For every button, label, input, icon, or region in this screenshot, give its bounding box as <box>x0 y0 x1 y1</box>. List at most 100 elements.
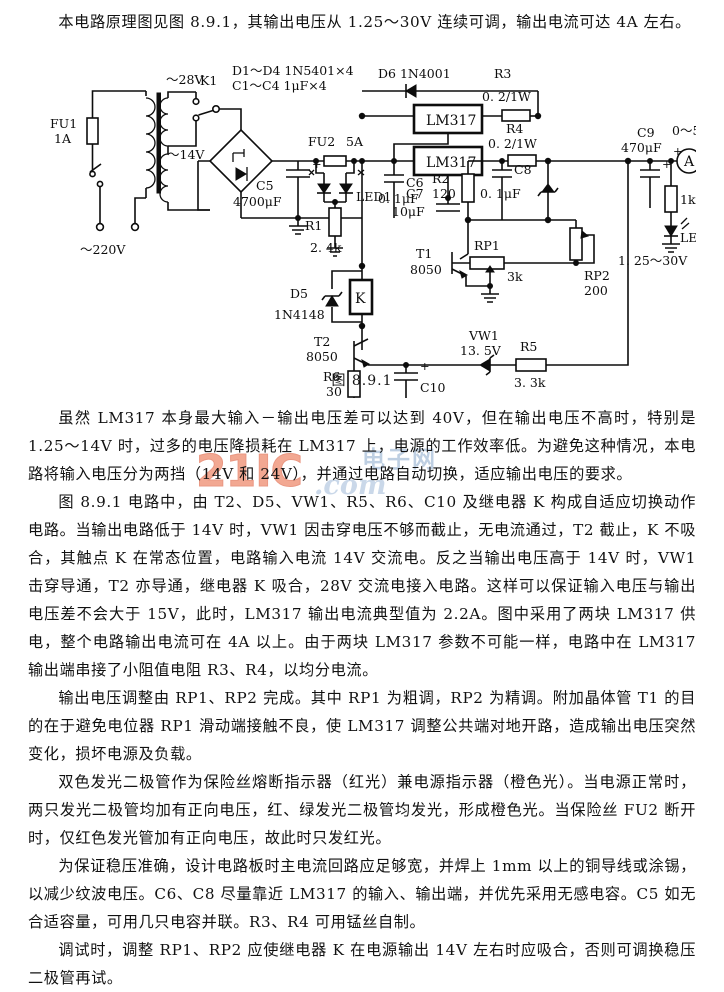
label-c9-polarity: + <box>662 157 672 171</box>
label-r5: R5 <box>520 339 537 354</box>
document-page: 本电路原理图见图 8.9.1，其输出电压从 1.25～30V 连续可调，输出电流… <box>28 8 696 987</box>
label-d1-d4: D1～D4 1N5401×4 <box>232 63 354 78</box>
ground-symbol <box>481 286 499 303</box>
paragraph-3: 输出电压调整由 RP1、RP2 完成。其中 RP1 为粗调，RP2 为精调。附加… <box>28 689 696 763</box>
led2-symbol <box>664 225 678 237</box>
potentiometer-rp2-symbol <box>569 227 583 261</box>
fuse-fu2-symbol <box>323 155 347 167</box>
label-r3-value: 0. 2/1W <box>482 89 531 104</box>
label-c5: C5 <box>256 178 274 193</box>
label-mains-voltage: ～220V <box>80 242 126 257</box>
circuit-schematic-figure: FU1 1A ～220V <box>28 58 696 398</box>
label-r6: R6 <box>323 369 340 384</box>
label-t2: T2 <box>314 334 330 349</box>
resistor-r2-symbol <box>461 173 475 203</box>
label-vw1: VW1 <box>468 328 499 343</box>
ground-symbol <box>289 218 307 235</box>
label-r4: R4 <box>506 121 523 136</box>
paragraph-intro: 本电路原理图见图 8.9.1，其输出电压从 1.25～30V 连续可调，输出电流… <box>58 13 691 31</box>
label-c8-value: 0. 1μF <box>480 186 521 201</box>
relay-coil-k-symbol <box>348 278 374 316</box>
diode-d6-symbol <box>405 84 417 98</box>
label-rp2: RP2 <box>584 268 610 283</box>
label-t1: T1 <box>416 246 432 261</box>
protection-diode-symbol <box>541 183 555 193</box>
label-fu1-rating: 1A <box>54 131 72 146</box>
label-sec-28v: ～28V <box>166 72 204 87</box>
label-c6-value: 0. 1μF <box>378 191 419 206</box>
label-led2: LED2 <box>680 230 696 245</box>
node-dot <box>358 112 366 120</box>
label-c9: C9 <box>637 125 655 140</box>
label-t2-type: 8050 <box>306 349 338 364</box>
label-r2-value: 120 <box>432 186 456 201</box>
ground-symbol <box>662 236 680 253</box>
label-ammeter-range: 0～5A <box>672 123 696 138</box>
fuse-fu1-symbol <box>86 117 99 145</box>
label-d5: D5 <box>290 286 308 301</box>
label-c10: C10 <box>420 380 446 395</box>
mains-switch-pivot <box>89 170 96 178</box>
label-c7-value: 10μF <box>392 204 425 219</box>
label-lm317-lower: LM317 <box>426 155 476 171</box>
mains-switch-contact <box>96 180 104 188</box>
rp2-wiper-arrow <box>580 230 590 239</box>
figure-caption: 图 8.9.1 <box>331 373 393 389</box>
resistor-r1-symbol <box>328 207 342 237</box>
label-vw1-value: 13. 5V <box>460 343 502 358</box>
label-lm317-upper: LM317 <box>426 113 476 129</box>
mains-terminal-n <box>130 222 140 232</box>
paragraph-2: 图 8.9.1 电路中，由 T2、D5、VW1、R5、R6、C10 及继电器 K… <box>28 493 696 679</box>
label-ammeter: A <box>683 154 695 170</box>
relay-contact-k1-upper <box>192 97 200 106</box>
label-k1: K1 <box>200 73 217 88</box>
label-fu1: FU1 <box>50 116 77 131</box>
label-r3: R3 <box>494 66 511 81</box>
label-polarity-plus: + <box>673 144 683 158</box>
led1-green-symbol <box>339 183 353 194</box>
diode-d5-symbol <box>325 295 339 307</box>
label-c1-c4: C1～C4 1μF×4 <box>232 78 327 93</box>
label-d5-type: 1N4148 <box>274 307 325 322</box>
node-dot <box>534 112 542 120</box>
label-c9-value: 470μF <box>621 140 662 155</box>
intro-text-block: 本电路原理图见图 8.9.1，其输出电压从 1.25～30V 连续可调，输出电流… <box>28 8 696 36</box>
label-fu2: FU2 <box>308 134 335 149</box>
label-led1: LED1 <box>356 189 391 204</box>
transformer-core <box>156 92 161 194</box>
label-t1-type: 8050 <box>410 262 442 277</box>
label-r4-value: 0. 2/1W <box>488 136 537 151</box>
rp1-wiper-arrow <box>485 265 495 273</box>
schematic-svg: FU1 1A ～220V <box>50 63 696 398</box>
paragraph-6: 调试时，调整 RP1、RP2 应使继电器 K 在电源输出 14V 左右时应吸合，… <box>28 941 696 987</box>
label-r6-value: 30 <box>326 384 342 398</box>
potentiometer-rp1-symbol <box>469 256 505 270</box>
label-fu2-rating: 5A <box>346 134 364 149</box>
label-r1: R1 <box>305 218 322 233</box>
label-c10-polarity: + <box>420 359 430 373</box>
label-r2: R2 <box>432 171 449 186</box>
resistor-r3-symbol <box>501 109 531 122</box>
label-relay-k: K <box>355 291 366 307</box>
paragraph-4: 双色发光二极管作为保险丝熔断指示器（红光）兼电源指示器（橙色光）。当电源正常时，… <box>28 773 696 847</box>
label-c8: C8 <box>514 162 532 177</box>
label-rp1: RP1 <box>474 238 500 253</box>
label-c5-value: 4700μF <box>233 194 282 209</box>
body-text-block: 虽然 LM317 本身最大输入－输出电压差可以达到 40V，但在输出电压不高时，… <box>28 404 696 992</box>
label-c5-polarity: + <box>312 157 322 171</box>
label-c6: C6 <box>406 175 424 190</box>
label-r-led2: 1k <box>680 192 696 207</box>
paragraph-5: 为保证稳压准确，设计电路板时主电流回路应足够宽，并焊上 1mm 以上的铜导线或涂… <box>28 857 696 931</box>
label-sec-14v: ～14V <box>167 147 205 162</box>
label-rp2-value: 200 <box>584 283 608 298</box>
label-c7: C7 <box>406 186 424 201</box>
ground-symbol <box>327 244 343 257</box>
led1-red-symbol <box>317 183 331 194</box>
label-c10-value: 47μF <box>420 396 453 398</box>
mains-terminal-l <box>95 222 105 232</box>
label-rp1-value: 3k <box>507 269 523 284</box>
resistor-1k-symbol <box>664 185 678 213</box>
label-r5-value: 3. 3k <box>514 375 546 390</box>
label-output-range: 1. 25～30V <box>618 253 688 268</box>
label-d6: D6 1N4001 <box>378 66 451 81</box>
